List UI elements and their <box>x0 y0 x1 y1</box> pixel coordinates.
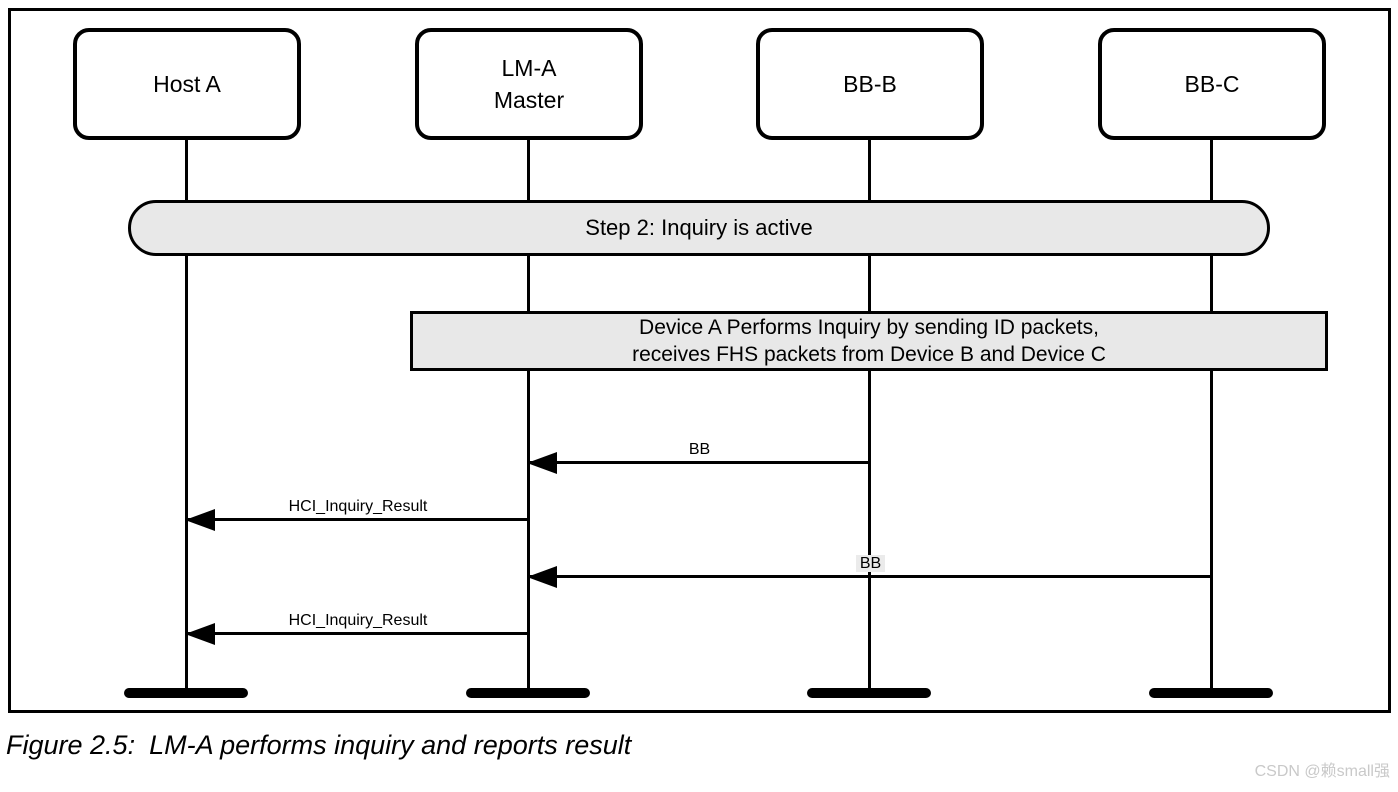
inquiry-note: Device A Performs Inquiry by sending ID … <box>410 311 1328 371</box>
message-label: BB <box>529 554 1212 575</box>
message-line <box>185 622 529 645</box>
arrowhead-left-icon <box>185 508 215 531</box>
step-banner: Step 2: Inquiry is active <box>128 200 1270 256</box>
lifeline-bb-c <box>1210 140 1213 692</box>
watermark-text: CSDN @赖small强 <box>1254 763 1390 780</box>
lifeline-terminator-bb-b <box>807 688 931 698</box>
actor-box-host-a: Host A <box>73 28 301 140</box>
actor-box-lm-a-master: LM-A Master <box>415 28 643 140</box>
lifeline-terminator-host-a <box>124 688 248 698</box>
message-label: HCI_Inquiry_Result <box>288 498 428 515</box>
arrowhead-left-icon <box>185 622 215 645</box>
actor-label: Host A <box>153 71 221 97</box>
arrowhead-left-icon <box>527 565 557 588</box>
message-label: BB <box>688 441 711 458</box>
message-line <box>185 508 529 531</box>
lifeline-bb-b <box>868 140 871 692</box>
inquiry-note-line2: receives FHS packets from Device B and D… <box>632 343 1106 366</box>
message-hci-inquiry-result-1: HCI_Inquiry_Result <box>185 497 529 531</box>
lifeline-lm-a-master <box>527 140 530 692</box>
step-banner-label: Step 2: Inquiry is active <box>585 215 813 240</box>
message-hci-inquiry-result-2: HCI_Inquiry_Result <box>185 611 529 645</box>
lifeline-terminator-lm-a-master <box>466 688 590 698</box>
figure-caption-number: Figure 2.5: <box>6 730 136 760</box>
lifeline-host-a <box>185 140 188 692</box>
actor-box-bb-c: BB-C <box>1098 28 1326 140</box>
diagram-frame <box>8 8 1391 713</box>
actor-label: LM-A <box>501 55 557 81</box>
inquiry-note-line1: Device A Performs Inquiry by sending ID … <box>639 316 1099 339</box>
message-label: HCI_Inquiry_Result <box>288 612 428 629</box>
figure-caption-title: LM-A performs inquiry and reports result <box>149 730 632 760</box>
message-bb-from-bb-c: BB <box>527 554 1212 588</box>
actor-label: BB-C <box>1184 71 1240 97</box>
lifeline-terminator-bb-c <box>1149 688 1273 698</box>
message-bb-from-bb-b: BB <box>527 440 870 474</box>
actor-label: BB-B <box>843 71 897 97</box>
actor-label: Master <box>493 87 565 113</box>
message-line <box>527 451 870 474</box>
figure-caption: Figure 2.5: LM-A performs inquiry and rep… <box>6 730 631 761</box>
actor-box-bb-b: BB-B <box>756 28 984 140</box>
message-line <box>527 565 1212 588</box>
arrowhead-left-icon <box>527 451 557 474</box>
